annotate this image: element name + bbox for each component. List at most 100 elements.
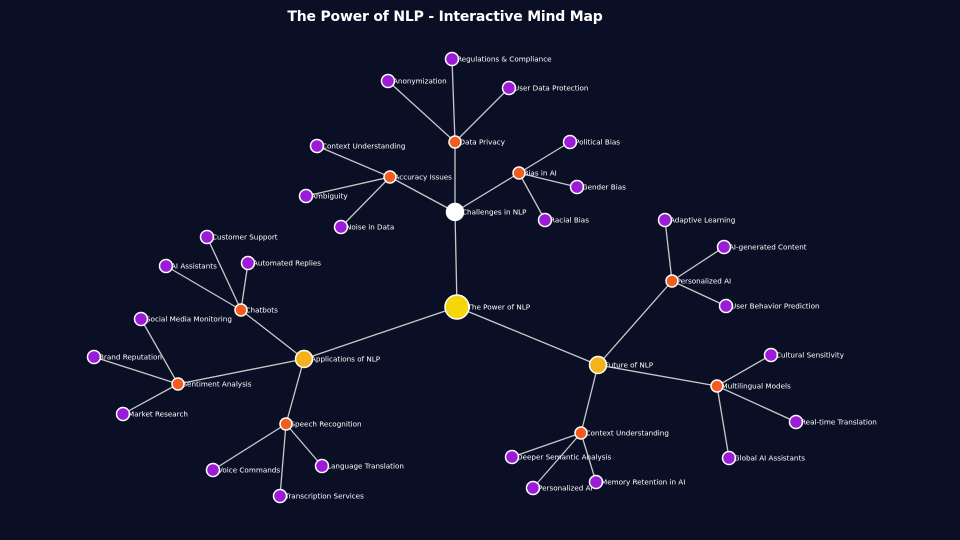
node-circle[interactable] [444,294,470,320]
node-privacy[interactable]: Data Privacy [448,135,506,149]
link-accuracy-noise [340,176,391,228]
node-personalized[interactable]: Personalized AI [665,274,731,288]
node-circle[interactable] [763,347,779,363]
node-aigen[interactable]: AI-generated Content [716,239,807,255]
link-apps-sentiment [177,358,305,385]
node-regulations[interactable]: Regulations & Compliance [444,51,553,67]
node-challenges[interactable]: Challenges in NLP [445,202,528,222]
node-political[interactable]: Political Bias [562,134,621,150]
link-context2-personal2 [532,432,582,489]
node-circle[interactable] [272,488,288,504]
node-transcription[interactable]: Transcription Services [272,488,365,504]
node-circle[interactable] [562,134,578,150]
node-circle[interactable] [279,417,293,431]
node-circle[interactable] [86,349,102,365]
node-circle[interactable] [665,274,679,288]
node-label: Gender Bias [582,183,626,192]
node-circle[interactable] [657,212,673,228]
node-voice[interactable]: Voice Commands [205,462,281,478]
node-future[interactable]: Future of NLP [588,355,654,375]
node-label: AI Assistants [171,262,217,271]
node-personal2[interactable]: Personalized AI [525,480,593,496]
node-circle[interactable] [158,258,174,274]
node-sentiment[interactable]: Sentiment Analysis [171,377,252,391]
link-bias-gender [518,172,578,188]
node-circle[interactable] [333,219,349,235]
node-cultural[interactable]: Cultural Sensitivity [763,347,845,363]
node-circle[interactable] [501,80,517,96]
node-circle[interactable] [314,458,330,474]
node-circle[interactable] [569,179,585,195]
node-circle[interactable] [199,229,215,245]
node-global[interactable]: Global AI Assistants [721,450,806,466]
node-circle[interactable] [298,188,314,204]
node-realtime[interactable]: Real-time Translation [788,414,877,430]
node-circle[interactable] [240,255,256,271]
node-circle[interactable] [588,355,608,375]
node-circle[interactable] [309,138,325,154]
node-circle[interactable] [537,212,553,228]
node-langtrans[interactable]: Language Translation [314,458,404,474]
node-assistants[interactable]: AI Assistants [158,258,218,274]
node-circle[interactable] [588,474,604,490]
node-noise[interactable]: Noise in Data [333,219,395,235]
node-circle[interactable] [788,414,804,430]
node-memory[interactable]: Memory Retention in AI [588,474,686,490]
node-context1[interactable]: Context Understanding [309,138,406,154]
node-social[interactable]: Social Media Monitoring [133,311,232,327]
node-circle[interactable] [171,377,185,391]
node-semantic[interactable]: Deeper Semantic Analysis [504,449,612,465]
node-circle[interactable] [718,298,734,314]
node-context2[interactable]: Context Understanding [574,426,669,440]
node-circle[interactable] [383,170,397,184]
node-market[interactable]: Market Research [115,406,188,422]
node-circle[interactable] [445,202,465,222]
link-challenges-bias [454,172,520,213]
node-circle[interactable] [234,303,248,317]
node-label: Political Bias [575,138,620,147]
node-circle[interactable] [205,462,221,478]
node-circle[interactable] [710,379,724,393]
node-support[interactable]: Customer Support [199,229,278,245]
node-circle[interactable] [716,239,732,255]
node-circle[interactable] [721,450,737,466]
node-speech[interactable]: Speech Recognition [279,417,362,431]
link-root-apps [303,306,458,360]
node-circle[interactable] [294,349,314,369]
mind-map-links [93,58,797,497]
node-bias[interactable]: Bias in AI [512,166,557,180]
node-circle[interactable] [133,311,149,327]
link-sentiment-brand [93,356,179,385]
node-anonymization[interactable]: Anonymization [380,73,447,89]
node-chatbots[interactable]: Chatbots [234,303,278,317]
node-label: Sentiment Analysis [183,380,252,389]
node-circle[interactable] [574,426,588,440]
node-label: Market Research [128,410,188,419]
mind-map-nodes[interactable]: The Power of NLP Applications of NLP Futur… [86,51,877,504]
node-racial[interactable]: Racial Bias [537,212,590,228]
node-label: Voice Commands [218,466,280,475]
node-multilingual[interactable]: Multilingual Models [710,379,791,393]
node-circle[interactable] [380,73,396,89]
link-multilingual-global [716,385,730,459]
node-ambiguity[interactable]: Ambiguity [298,188,349,204]
node-gender[interactable]: Gender Bias [569,179,627,195]
node-circle[interactable] [512,166,526,180]
node-circle[interactable] [525,480,541,496]
node-label: Bias in AI [524,169,557,178]
node-brand[interactable]: Brand Reputation [86,349,162,365]
node-apps[interactable]: Applications of NLP [294,349,381,369]
node-circle[interactable] [448,135,462,149]
node-userbehavior[interactable]: User Behavior Prediction [718,298,820,314]
node-root[interactable]: The Power of NLP [444,294,531,320]
node-circle[interactable] [115,406,131,422]
node-userdata[interactable]: User Data Protection [501,80,589,96]
node-label: Applications of NLP [311,355,381,364]
node-adaptive[interactable]: Adaptive Learning [657,212,736,228]
node-circle[interactable] [444,51,460,67]
node-replies[interactable]: Automated Replies [240,255,322,271]
node-circle[interactable] [504,449,520,465]
link-speech-langtrans [285,423,323,467]
node-accuracy[interactable]: Accuracy Issues [383,170,452,184]
